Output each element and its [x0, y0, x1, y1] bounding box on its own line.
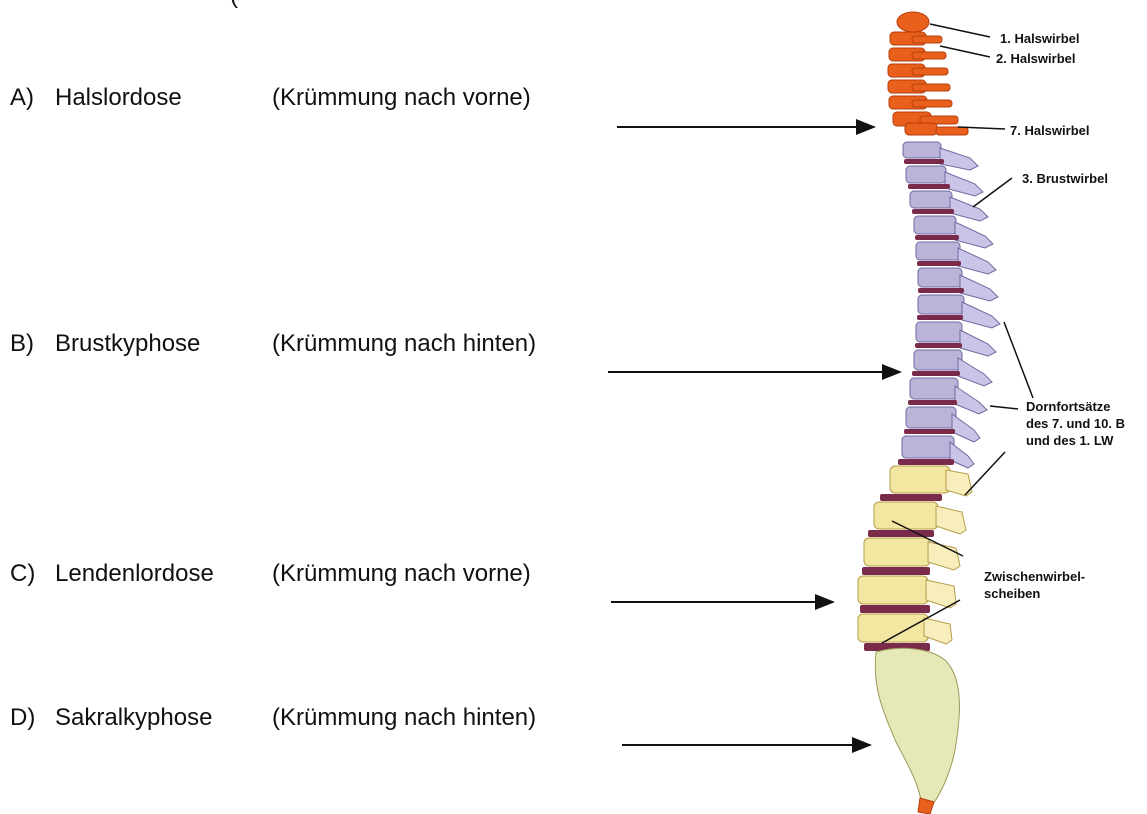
label-dornfortsaetze: Dornfortsätze — [1026, 398, 1111, 415]
label-bw3: 3. Brustwirbel — [1022, 170, 1108, 187]
lumbar-vertebrae — [858, 459, 972, 651]
vertebral-column — [858, 12, 1000, 814]
thoracic-vertebrae — [902, 142, 1000, 468]
label-hw1: 1. Halswirbel — [1000, 30, 1079, 47]
cervical-vertebrae — [888, 12, 968, 135]
label-hw2: 2. Halswirbel — [996, 50, 1075, 67]
label-dornfortsaetze-2: des 7. und 10. B — [1026, 415, 1125, 432]
label-dornfortsaetze-3: und des 1. LW — [1026, 432, 1113, 449]
sacrum-coccyx — [875, 648, 959, 814]
label-hw7: 7. Halswirbel — [1010, 122, 1089, 139]
label-zwischenwirbel-2: scheiben — [984, 585, 1040, 602]
label-zwischenwirbel: Zwischenwirbel- — [984, 568, 1085, 585]
